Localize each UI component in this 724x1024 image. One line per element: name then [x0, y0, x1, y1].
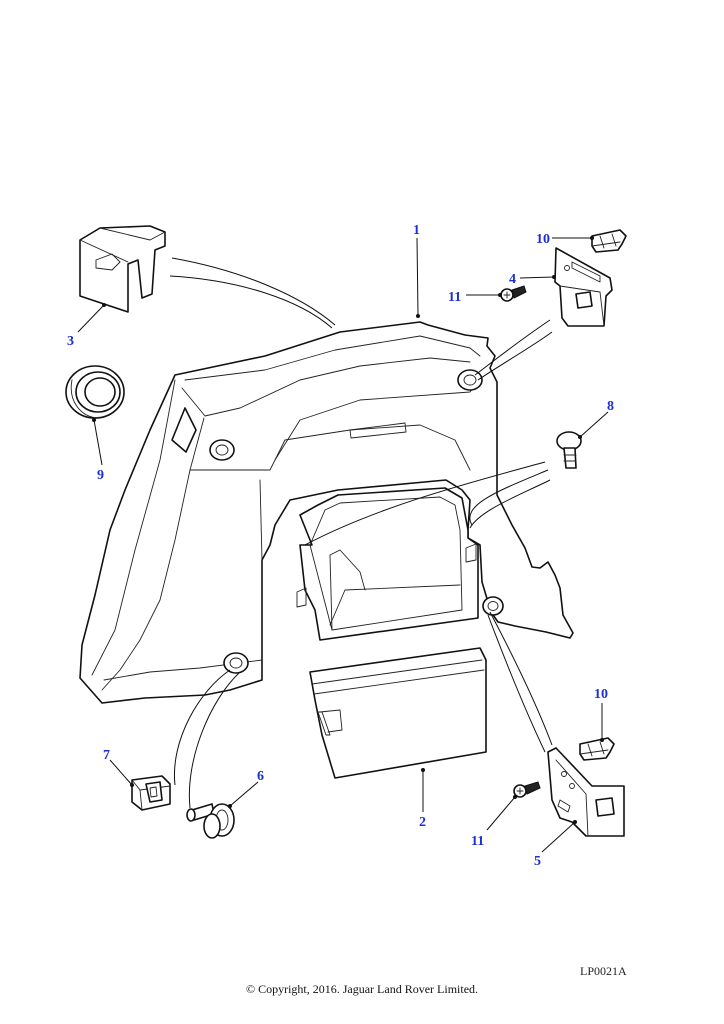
clip-10-lower — [579, 737, 615, 761]
callout-4: 4 — [509, 272, 516, 287]
callout-2: 2 — [419, 815, 426, 830]
callout-8: 8 — [607, 399, 614, 414]
callout-1: 1 — [413, 223, 420, 238]
callout-10-upper: 10 — [536, 232, 550, 247]
trim-panel — [79, 321, 574, 704]
callouts: 1 2 3 4 5 6 7 8 9 10 10 11 11 — [67, 223, 614, 869]
copyright-notice: © Copyright, 2016. Jaguar Land Rover Lim… — [245, 982, 479, 996]
callout-3: 3 — [67, 334, 74, 349]
fastener-8 — [556, 431, 582, 469]
bracket-3 — [79, 225, 166, 313]
screw-11-upper — [500, 285, 527, 302]
screw-11-lower — [513, 781, 541, 798]
bracket-4 — [554, 247, 613, 327]
fastener-6 — [186, 803, 235, 839]
pocket-lid — [309, 647, 487, 779]
callout-7: 7 — [103, 748, 110, 763]
clip-10-upper — [591, 229, 627, 253]
callout-11-upper: 11 — [448, 290, 461, 305]
clip-7 — [131, 775, 171, 811]
grommet-9 — [65, 365, 125, 419]
callout-11-lower: 11 — [471, 834, 484, 849]
diagram-code: LP0021A — [580, 964, 627, 978]
callout-10-lower: 10 — [594, 687, 608, 702]
callout-5: 5 — [534, 854, 541, 869]
callout-9: 9 — [97, 468, 104, 483]
bracket-5 — [547, 747, 625, 837]
callout-6: 6 — [257, 769, 264, 784]
leader-lines — [77, 236, 609, 853]
